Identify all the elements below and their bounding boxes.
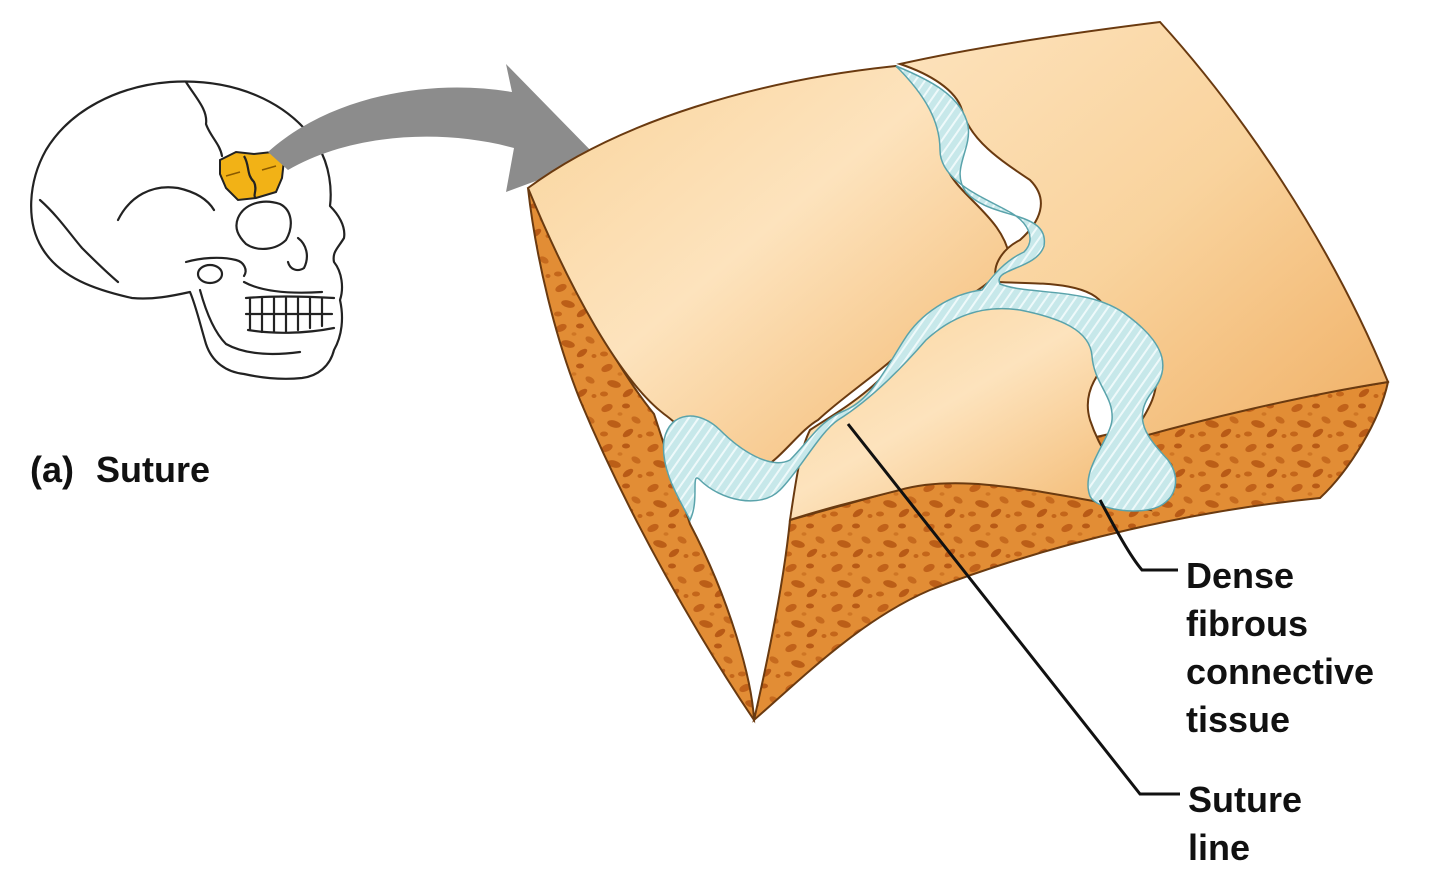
suture-line-label-line: line xyxy=(1188,827,1251,868)
dense-fibrous-label-line: tissue xyxy=(1186,699,1291,740)
dense-fibrous-label-line: Dense xyxy=(1186,555,1295,596)
dense-fibrous-label: Dense fibrous connective tissue xyxy=(1186,552,1374,744)
suture-line-label: Suture line xyxy=(1188,776,1302,872)
dense-fibrous-label-line: connective xyxy=(1186,651,1375,692)
caption-title: Suture xyxy=(96,449,211,490)
caption-tag: (a) xyxy=(30,449,74,490)
dense-fibrous-pointer xyxy=(1098,499,1178,572)
curved-arrow-icon xyxy=(268,64,598,192)
suture-line-label-line: Suture xyxy=(1188,779,1303,820)
suture-line-pointer xyxy=(846,423,1180,796)
figure-caption: (a) Suture xyxy=(30,446,210,494)
dense-fibrous-label-line: fibrous xyxy=(1186,603,1308,644)
suture-highlight-icon xyxy=(219,150,286,202)
skull-icon xyxy=(30,80,346,380)
bone-block xyxy=(526,20,1390,796)
connective-tissue-band xyxy=(662,65,1177,522)
